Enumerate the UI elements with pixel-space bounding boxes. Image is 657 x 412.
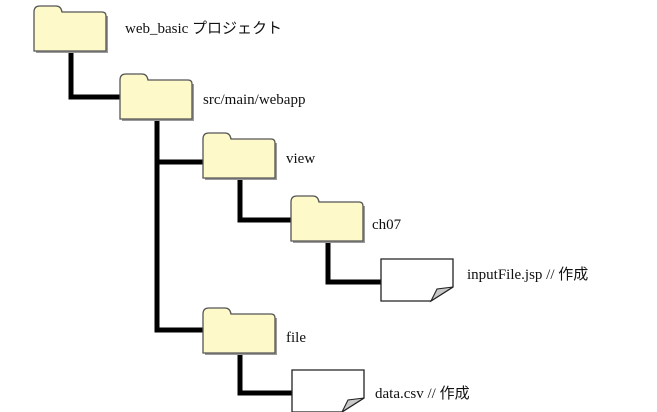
view-folder-icon [202, 132, 277, 180]
label-inputfile: inputFile.jsp // 作成 [467, 267, 589, 283]
label-view: view [286, 151, 316, 167]
connector-ch07-inputfile [325, 241, 381, 285]
label-datacsv: data.csv // 作成 [375, 386, 470, 402]
connector-webapp-view [154, 119, 203, 165]
icons [33, 5, 454, 412]
connector-file-datacsv [237, 353, 292, 396]
ch07-folder-icon [290, 195, 365, 243]
label-webapp: src/main/webapp [203, 92, 306, 108]
connectors [68, 51, 381, 396]
dataCsv-file-icon [291, 369, 365, 412]
label-root: web_basic プロジェクト [125, 21, 283, 37]
file-folder-icon [202, 307, 277, 355]
connector-view-ch07 [237, 178, 291, 223]
inputFile-file-icon [380, 258, 454, 303]
connector-webapp-file [154, 160, 203, 333]
label-file: file [286, 330, 306, 346]
connector-root-webapp [68, 51, 120, 100]
webapp-folder-icon [119, 73, 194, 121]
root-folder-icon [33, 5, 108, 53]
label-ch07: ch07 [372, 217, 402, 233]
